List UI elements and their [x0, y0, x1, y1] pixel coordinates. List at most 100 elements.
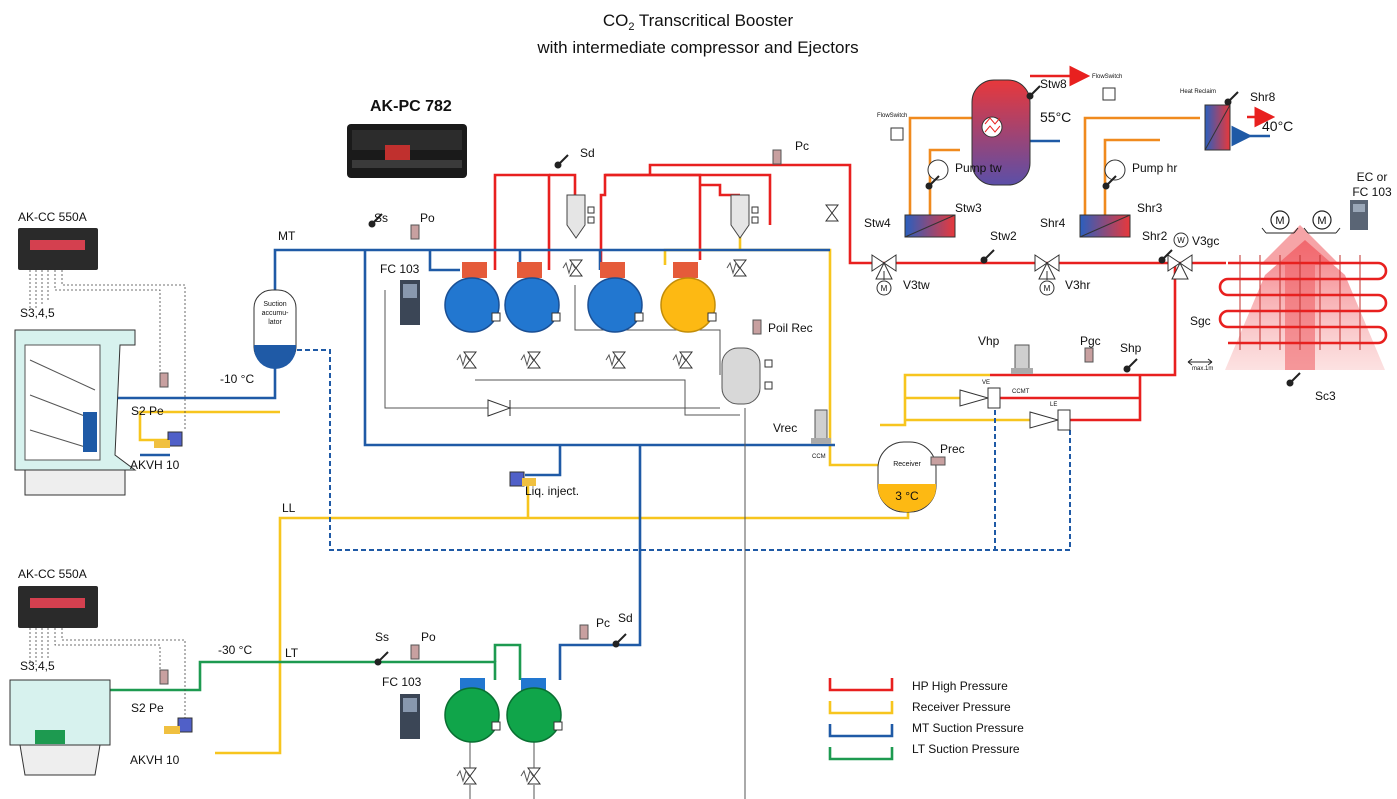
legend: HP High Pressure Receiver Pressure MT Su…	[828, 678, 1024, 761]
heat-reclaim-label: Heat Reclaim	[1180, 89, 1216, 95]
vhp-valve[interactable]: CCMT	[1011, 344, 1033, 395]
legend-item-lt: LT Suction Pressure	[828, 742, 1020, 761]
shr4-label: Shr4	[1040, 216, 1066, 230]
lt-compressor-1[interactable]	[444, 678, 501, 743]
svg-text:Receiver: Receiver	[893, 461, 921, 468]
sd-mt-label: Sd	[580, 146, 595, 160]
fc-103-lt[interactable]: FC 103	[382, 675, 422, 739]
receiver: Receiver 3 °C	[877, 441, 937, 513]
poil-rec-label: Poil Rec	[768, 321, 813, 335]
v3gc-valve[interactable]: W	[1167, 232, 1193, 280]
controller-label: AK-PC 782	[370, 98, 452, 115]
v3gc-label: V3gc	[1192, 234, 1219, 248]
v3tw-label: V3tw	[903, 278, 930, 292]
vapour-ejector: VE	[959, 380, 1001, 409]
po-lt-label: Po	[421, 630, 436, 644]
v3hr-label: V3hr	[1065, 278, 1090, 292]
svg-text:LE: LE	[1050, 402, 1057, 408]
s2pe-bot-label: S2 Pe	[131, 701, 164, 715]
lt-label: LT	[285, 646, 299, 660]
sc3-label: Sc3	[1315, 389, 1336, 403]
akvh-bot-label: AKVH 10	[130, 753, 180, 767]
flowswitch-tw-label: FlowSwitch	[877, 113, 907, 119]
check-valve	[487, 399, 512, 417]
s2pe-top-label: S2 Pe	[131, 404, 164, 418]
svg-text:AK-CC 550A: AK-CC 550A	[18, 210, 87, 224]
akvh-10-top[interactable]	[154, 431, 183, 448]
lt-compressor-2[interactable]	[506, 678, 563, 743]
svg-text:AK-CC 550A: AK-CC 550A	[18, 567, 87, 581]
mt-compressor-2[interactable]	[504, 262, 561, 333]
svg-text:HP High Pressure: HP High Pressure	[912, 679, 1008, 693]
po-mt-label: Po	[420, 211, 435, 225]
ll-label: LL	[282, 501, 296, 515]
vrec-valve[interactable]: CCM	[811, 409, 831, 460]
ec-fc-103-drive[interactable]: EC or FC 103	[1350, 170, 1392, 230]
flowswitch-hr-label: FlowSwitch	[1092, 74, 1122, 80]
shr3-label: Shr3	[1137, 201, 1163, 215]
mt-compressor-3[interactable]	[587, 262, 644, 333]
svg-text:M: M	[881, 284, 888, 293]
v3tw-valve[interactable]: M	[871, 254, 897, 296]
hot-water-tank	[971, 79, 1031, 186]
lt-suction-pipes	[110, 643, 522, 692]
svg-text:M: M	[1317, 215, 1326, 227]
controller-signal-lines	[29, 270, 186, 725]
pc-mt-label: Pc	[795, 139, 809, 153]
svg-text:M: M	[1275, 215, 1284, 227]
ak-pc-782-controller[interactable]: AK-PC 782	[347, 98, 467, 178]
pump-tw[interactable]	[927, 159, 949, 181]
hx-tw	[904, 214, 956, 238]
mt-compressor-1[interactable]	[444, 262, 501, 333]
prec-label: Prec	[940, 442, 965, 456]
diagram-labels: MT Ss Po Sd Pc Poil Rec -10 °C S3,4,5 S2…	[20, 74, 1336, 767]
ss-lt-label: Ss	[375, 630, 389, 644]
suction-accumulator: Suction accumu- lator	[253, 289, 297, 369]
svg-text:Receiver Pressure: Receiver Pressure	[912, 700, 1011, 714]
svg-text:lator: lator	[268, 319, 282, 326]
fc-103-mt[interactable]: FC 103	[380, 262, 420, 325]
ss-mt-label: Ss	[374, 211, 388, 225]
heat-recovery-pipes	[908, 116, 1200, 215]
hot-water-pipes	[1030, 65, 1276, 128]
svg-text:3 °C: 3 °C	[895, 489, 919, 503]
s345-bot-label: S3,4,5	[20, 659, 55, 673]
shr2-label: Shr2	[1142, 229, 1168, 243]
legend-item-hp: HP High Pressure	[828, 678, 1008, 693]
mt-suction-pipes	[90, 248, 835, 680]
ak-cc-550a-top[interactable]: AK-CC 550A	[18, 210, 98, 270]
legend-item-mt: MT Suction Pressure	[828, 721, 1024, 738]
mt-label: MT	[278, 229, 296, 243]
liq-inject-valve[interactable]	[509, 471, 536, 487]
svg-text:MT Suction Pressure: MT Suction Pressure	[912, 721, 1024, 735]
max1m-label: max.1m	[1192, 366, 1213, 372]
intermediate-compressor[interactable]	[660, 262, 717, 333]
sd-lt-label: Sd	[618, 611, 633, 625]
diagram-title-line1: CO2 Transcritical Booster	[603, 11, 794, 33]
stw4-label: Stw4	[864, 216, 891, 230]
svg-text:accumu-: accumu-	[262, 310, 290, 317]
temp-lt-label: -30 °C	[218, 643, 252, 657]
legend-item-receiver: Receiver Pressure	[828, 700, 1011, 715]
pump-tw-label: Pump tw	[955, 161, 1002, 175]
akvh-10-bottom[interactable]	[164, 717, 193, 734]
sgc-label: Sgc	[1190, 314, 1211, 328]
flowswitch-tw	[890, 127, 904, 141]
temp-mt-label: -10 °C	[220, 372, 254, 386]
pump-hr-label: Pump hr	[1132, 161, 1177, 175]
svg-text:FC 103: FC 103	[382, 675, 422, 689]
v3hr-valve[interactable]: M	[1034, 254, 1060, 296]
akvh-top-label: AKVH 10	[130, 458, 180, 472]
oil-separator-1	[566, 194, 595, 239]
gas-cooler	[1218, 225, 1388, 370]
t55-label: 55°C	[1040, 109, 1071, 125]
lt-display-case	[9, 679, 111, 776]
s345-top-label: S3,4,5	[20, 306, 55, 320]
vhp-label: Vhp	[978, 334, 1000, 348]
liquid-ejector: LE	[1029, 402, 1071, 431]
ak-cc-550a-bottom[interactable]: AK-CC 550A	[18, 567, 98, 628]
vrec-label: Vrec	[773, 421, 797, 435]
pump-hr[interactable]	[1104, 159, 1126, 181]
temperature-sensors	[368, 85, 1301, 666]
